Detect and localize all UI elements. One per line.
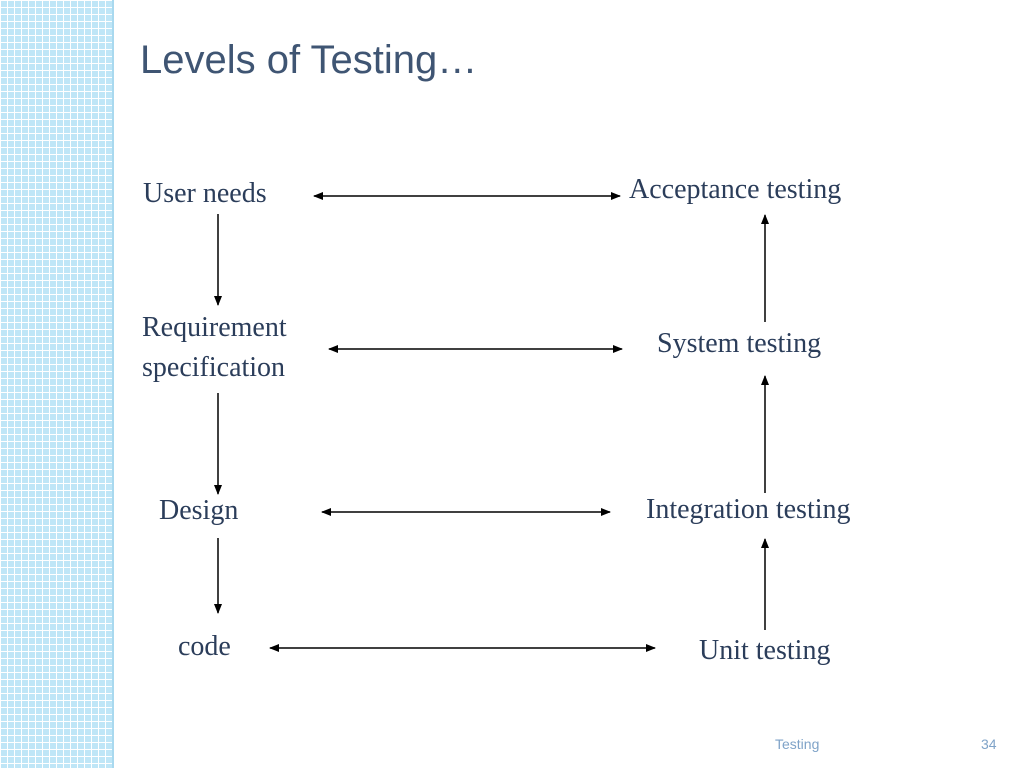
node-design: Design xyxy=(159,495,239,526)
node-integration-testing: Integration testing xyxy=(646,494,851,525)
decorative-side-strip xyxy=(0,0,114,768)
node-code: code xyxy=(178,631,231,662)
slide-title: Levels of Testing… xyxy=(140,38,478,82)
side-strip-edge xyxy=(112,0,114,768)
node-requirement-specification-line1: Requirement xyxy=(142,312,287,343)
node-requirement-specification-line2: specification xyxy=(142,352,286,383)
footer-label: Testing xyxy=(775,736,820,752)
node-unit-testing: Unit testing xyxy=(699,635,831,666)
node-user-needs: User needs xyxy=(143,178,267,209)
node-requirement-specification: Requirement specification xyxy=(142,308,287,388)
node-system-testing: System testing xyxy=(657,328,822,359)
page-number: 34 xyxy=(981,736,997,752)
node-acceptance-testing: Acceptance testing xyxy=(629,174,842,205)
